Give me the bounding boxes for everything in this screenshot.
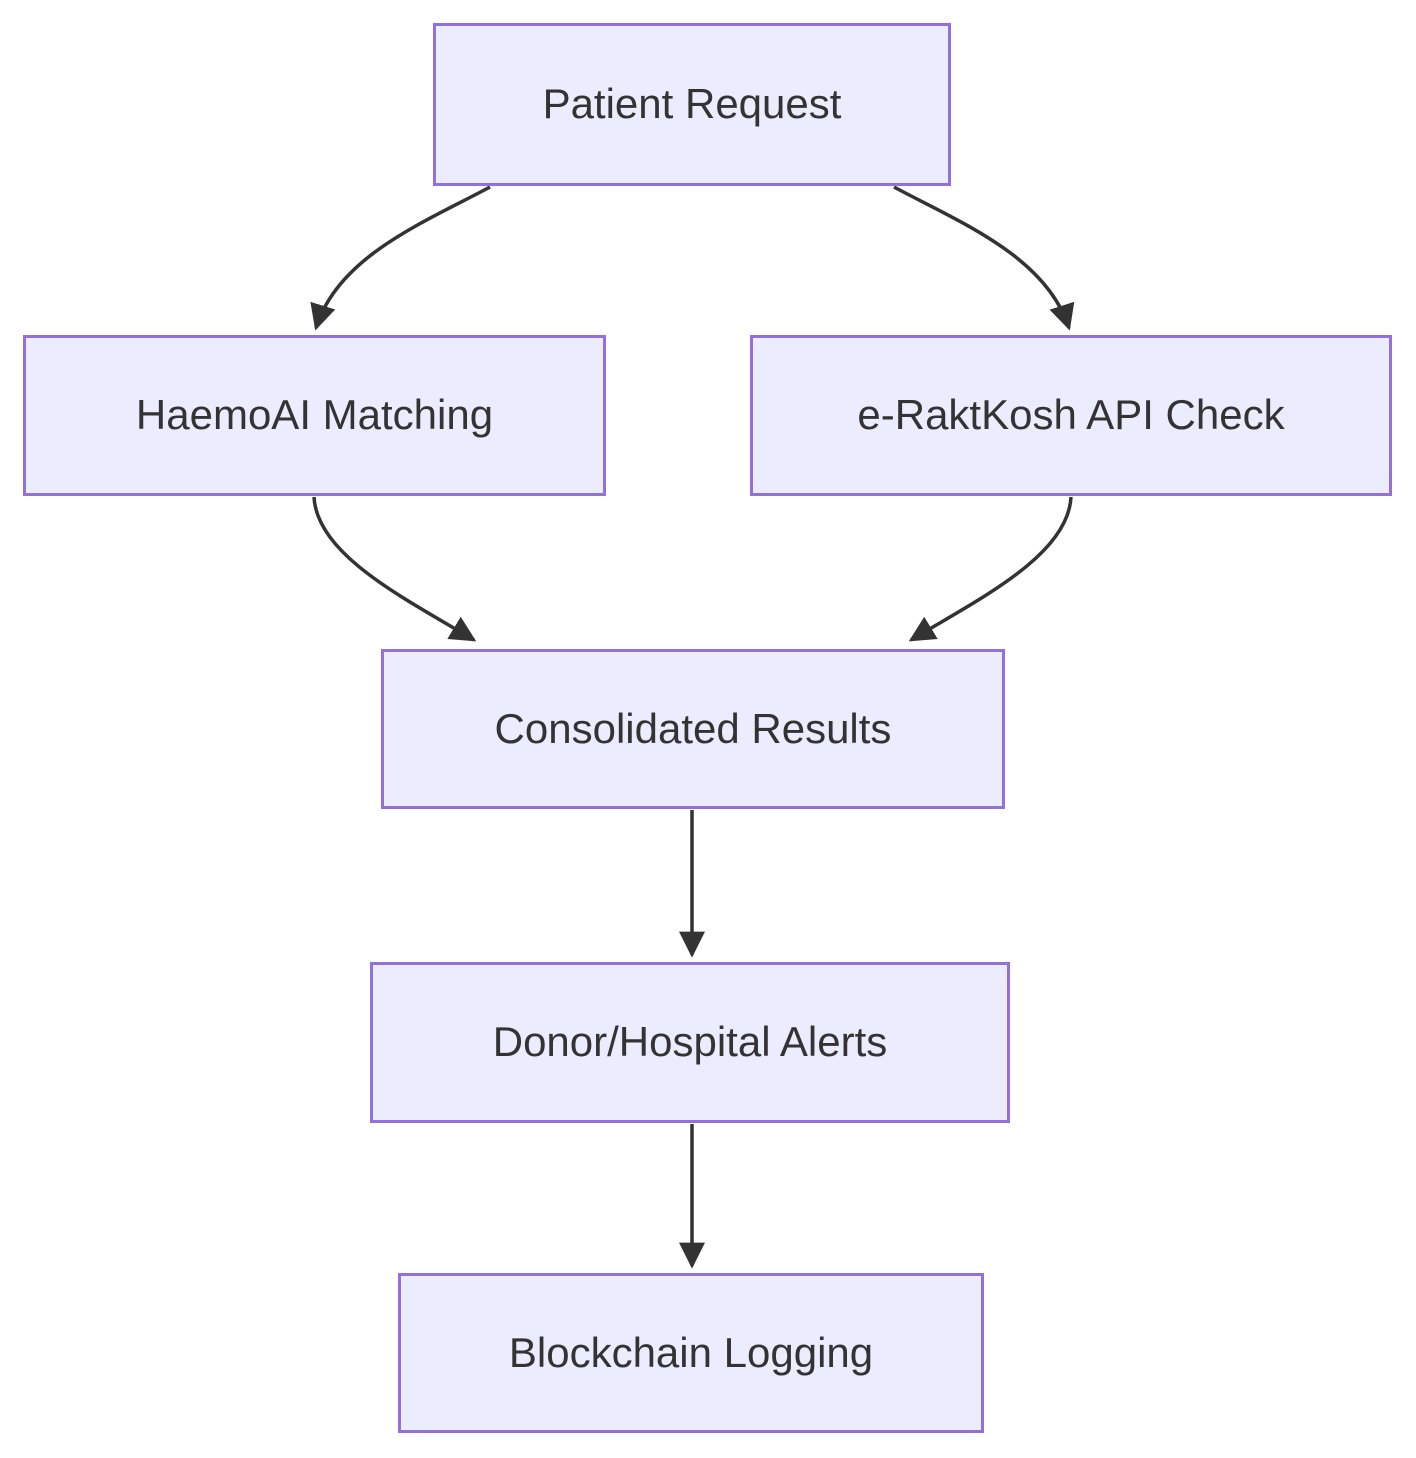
- edge-patient-request-to-eraktkosh-api-check: [893, 185, 1075, 331]
- node-label: HaemoAI Matching: [135, 391, 494, 439]
- edge-haemoai-matching-to-consolidated-results: [312, 496, 477, 642]
- edge-eraktkosh-api-check-to-consolidated-results: [908, 496, 1073, 642]
- node-label: Consolidated Results: [494, 704, 892, 752]
- edge-patient-request-to-haemoai-matching: [310, 185, 491, 331]
- node-consolidated-results: Consolidated Results: [381, 649, 1005, 809]
- node-label: e-RaktKosh API Check: [857, 391, 1285, 439]
- node-haemoai-matching: HaemoAI Matching: [23, 335, 606, 496]
- node-patient-request: Patient Request: [433, 23, 951, 186]
- node-label: Blockchain Logging: [508, 1328, 874, 1376]
- node-donor-hospital-alerts: Donor/Hospital Alerts: [370, 962, 1010, 1123]
- node-blockchain-logging: Blockchain Logging: [398, 1273, 984, 1433]
- node-label: Donor/Hospital Alerts: [492, 1018, 888, 1066]
- node-label: Patient Request: [542, 80, 842, 128]
- node-eraktkosh-api-check: e-RaktKosh API Check: [750, 335, 1392, 496]
